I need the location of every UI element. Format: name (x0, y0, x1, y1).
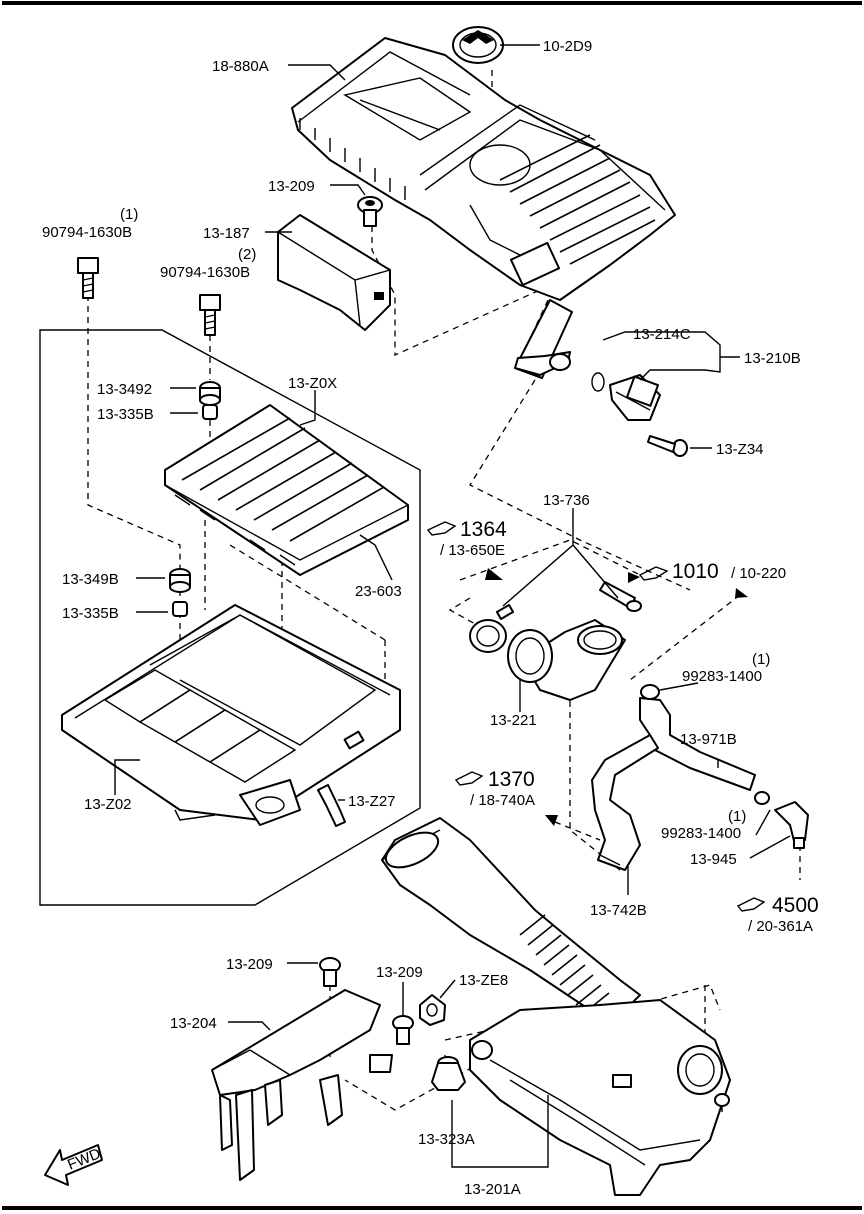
duct-13-187 (277, 214, 391, 331)
label-13-210B: 13-210B (744, 350, 801, 367)
label-13-ZE8: 13-ZE8 (459, 972, 508, 989)
clip-13-ZE8 (419, 994, 446, 1026)
label-13-221: 13-221 (490, 712, 537, 729)
label-ref-1370: 1370 (488, 768, 535, 791)
label-13-3492: 13-3492 (97, 381, 152, 398)
label-ref-1364: 1364 (460, 518, 507, 541)
label-10-2D9: 10-2D9 (543, 38, 592, 55)
arrowheads (485, 568, 748, 826)
bracket-13-204 (211, 989, 393, 1181)
label-ref-10-220: / 10-220 (731, 565, 786, 582)
label-90794-b-qty: (2) (238, 246, 256, 263)
label-99283-a-qty: (1) (752, 651, 770, 668)
label-99283-b-qty: (1) (728, 808, 746, 825)
collar-13-335B-upper (202, 404, 218, 420)
part-labels: 18-880A 10-2D9 13-209 13-187 (1) 90794-1… (42, 38, 819, 1198)
screw-13-209-lower-b (392, 1015, 414, 1045)
label-ref-20-361A: / 20-361A (748, 918, 813, 935)
sensor-13-210B (591, 372, 661, 421)
label-13-Z02: 13-Z02 (84, 796, 132, 813)
clip-13-Z27 (317, 784, 346, 827)
bolt-90794-b (199, 294, 221, 336)
label-13-201A: 13-201A (464, 1181, 521, 1198)
screw-13-209-upper (357, 196, 383, 227)
label-13-209-lower-a: 13-209 (226, 956, 273, 973)
label-13-204: 13-204 (170, 1015, 217, 1032)
label-18-880A: 18-880A (212, 58, 269, 75)
label-90794-a-qty: (1) (120, 206, 138, 223)
label-13-209-upper: 13-209 (268, 178, 315, 195)
label-13-971B: 13-971B (680, 731, 737, 748)
screw-13-209-lower-a (319, 957, 341, 987)
label-13-945: 13-945 (690, 851, 737, 868)
mount-13-3492 (199, 381, 221, 406)
label-13-349B: 13-349B (62, 571, 119, 588)
label-13-209-lower-b: 13-209 (376, 964, 423, 981)
screw-13-Z34 (647, 435, 688, 457)
hose-13-736-assembly (469, 299, 642, 701)
mount-13-349B (169, 568, 191, 593)
label-ref-1010: 1010 (672, 560, 719, 583)
label-13-214C: 13-214C (633, 326, 691, 343)
label-13-Z34: 13-Z34 (716, 441, 764, 458)
fwd-arrow-text: FWD (65, 1145, 103, 1174)
bolt-90794-a (77, 257, 99, 299)
label-13-736: 13-736 (543, 492, 590, 509)
collar-13-335B-lower (172, 601, 188, 617)
label-99283-a: 99283-1400 (682, 668, 762, 685)
fwd-arrow: FWD (44, 1144, 103, 1186)
cap-10-2D9 (452, 26, 504, 64)
label-ref-13-650E: / 13-650E (440, 542, 505, 559)
valve-13-945 (754, 791, 809, 849)
label-13-335B-lower: 13-335B (62, 605, 119, 622)
label-13-335B-upper: 13-335B (97, 406, 154, 423)
ref-pointer-icons (426, 521, 766, 912)
label-13-Z0X: 13-Z0X (288, 375, 337, 392)
label-23-603: 23-603 (355, 583, 402, 600)
hose-13-971B (591, 684, 756, 871)
label-90794-b: 90794-1630B (160, 264, 250, 281)
label-90794-a: 90794-1630B (42, 224, 132, 241)
intake-duct-main (381, 817, 641, 1021)
label-13-323A: 13-323A (418, 1131, 475, 1148)
leader-lines (114, 44, 791, 1168)
label-ref-18-740A: / 18-740A (470, 792, 535, 809)
case-13-Z02 (61, 604, 401, 826)
kit-frame (39, 329, 421, 906)
label-13-Z27: 13-Z27 (348, 793, 396, 810)
air-filter-23-603 (164, 404, 409, 576)
label-ref-4500: 4500 (772, 894, 819, 917)
label-13-187: 13-187 (203, 225, 250, 242)
label-99283-b: 99283-1400 (661, 825, 741, 842)
label-13-742B: 13-742B (590, 902, 647, 919)
air-cleaner-cover (291, 37, 676, 301)
grommet-13-323A (431, 1056, 466, 1091)
lower-case-13-201A (469, 999, 731, 1196)
